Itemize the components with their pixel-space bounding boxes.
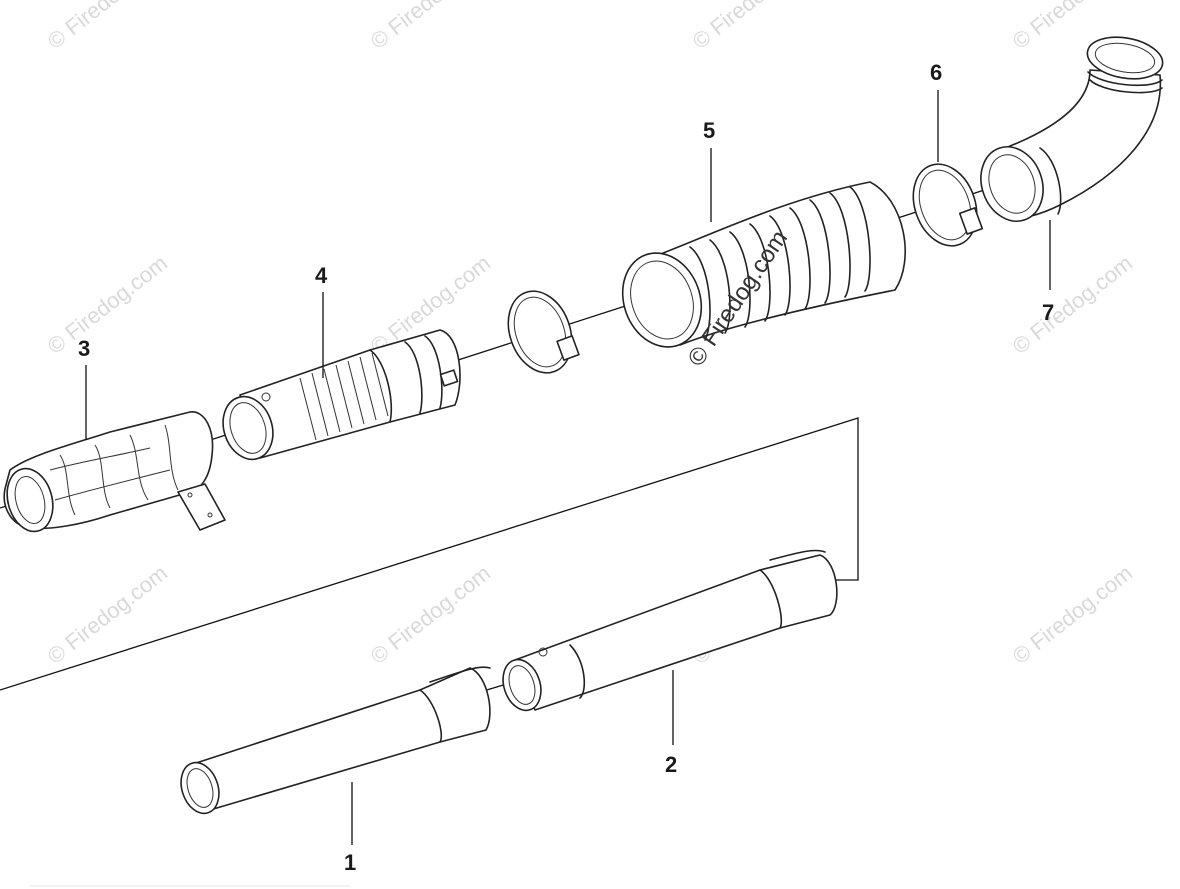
part-5-bellows (621, 181, 906, 348)
callout-1: 1 (344, 850, 356, 875)
assembly-bracket (0, 417, 859, 691)
watermark: © Firedog.com (1008, 250, 1137, 359)
callout-4: 4 (315, 263, 328, 288)
watermarks: © Firedog.com © Firedog.com © Firedog.co… (43, 0, 1137, 669)
watermark: © Firedog.com (366, 560, 495, 669)
watermark: © Firedog.com (43, 250, 172, 359)
callout-7: 7 (1042, 300, 1054, 325)
part-1-tube (180, 666, 491, 815)
watermark: © Firedog.com (1008, 560, 1137, 669)
callout-3: 3 (78, 336, 90, 361)
callout-2: 2 (665, 752, 677, 777)
part-4-ribbed-tube (222, 329, 461, 461)
watermark: © Firedog.com (43, 0, 172, 54)
part-3-sleeve (3, 411, 226, 533)
callout-5: 5 (703, 118, 715, 143)
watermark: © Firedog.com (366, 0, 495, 54)
hose-clamp-small (507, 290, 580, 374)
watermark: © Firedog.com (688, 0, 817, 54)
part-7-elbow (980, 36, 1164, 222)
part-6-clamp (912, 163, 984, 247)
watermark: © Firedog.com (43, 560, 172, 669)
callout-6: 6 (930, 60, 942, 85)
part-2-tube (502, 549, 838, 712)
